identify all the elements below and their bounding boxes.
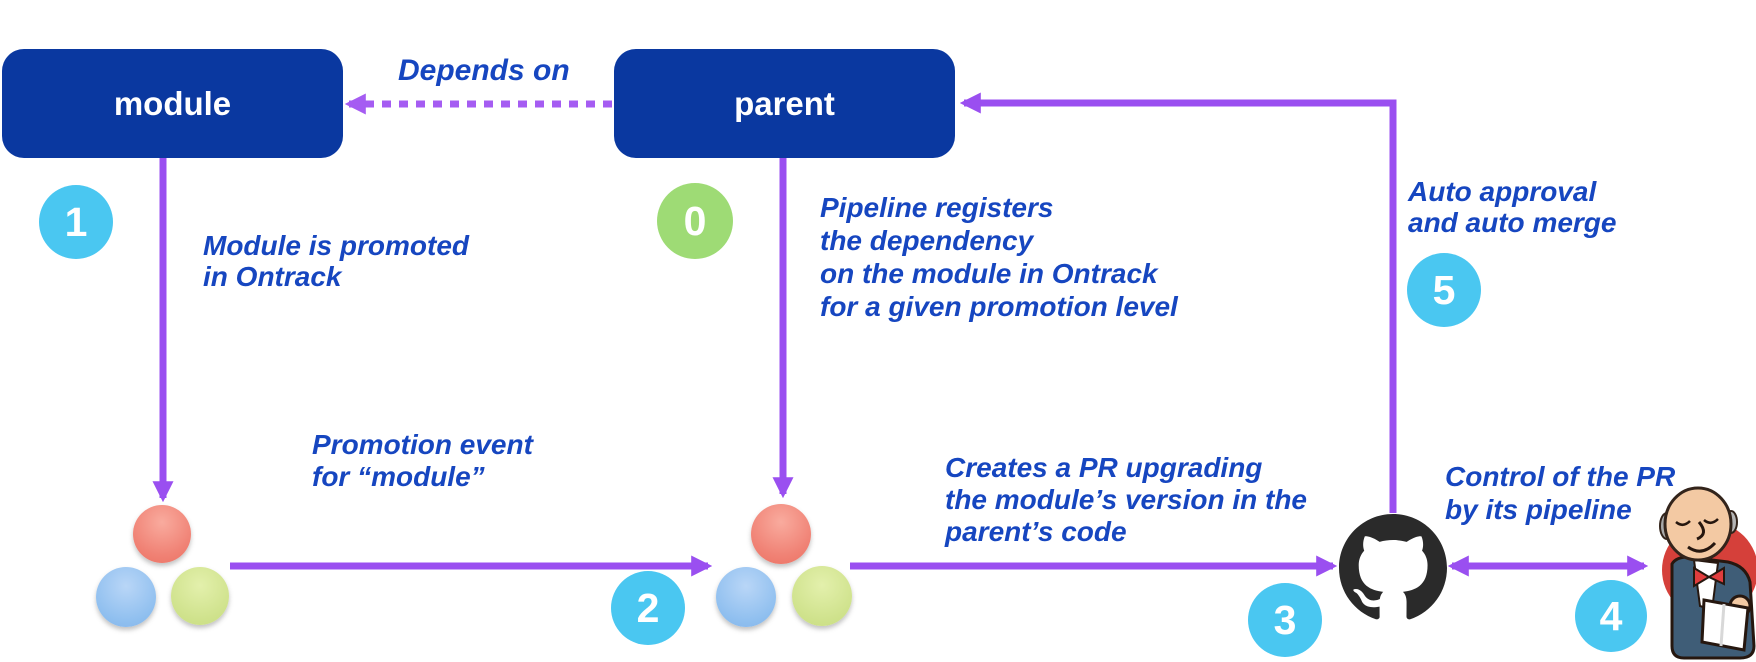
step-badge-3-number: 3 [1273, 596, 1297, 643]
promotion-level-green-icon [171, 567, 229, 625]
step-badge-1-number: 1 [64, 198, 88, 245]
note-module-promoted: Module is promoted in Ontrack [203, 230, 469, 292]
parent-node: parent [614, 49, 955, 158]
step-badge-1: 1 [39, 185, 113, 259]
module-node: module [2, 49, 343, 158]
step-badge-3: 3 [1248, 583, 1322, 657]
note-creates-pr: Creates a PR upgrading the module’s vers… [945, 452, 1308, 547]
depends-on-label: Depends on [398, 54, 570, 87]
step-badge-5-number: 5 [1432, 266, 1456, 313]
parent-node-label: parent [734, 84, 835, 122]
step-badge-2: 2 [611, 571, 685, 645]
step-badge-5: 5 [1407, 253, 1481, 327]
promotion-level-blue-icon [716, 567, 776, 627]
step-badge-4: 4 [1575, 580, 1647, 652]
note-pipeline-registers: Pipeline registers the dependency on the… [820, 192, 1178, 322]
note-control-of-pr: Control of the PR by its pipeline [1445, 461, 1676, 525]
promotion-level-red-icon [751, 504, 811, 564]
promotion-level-green-icon [792, 566, 852, 626]
jenkins-butler-icon [1659, 486, 1756, 660]
step-badge-2-number: 2 [636, 584, 660, 631]
step-badge-0: 0 [657, 183, 733, 259]
note-promotion-event: Promotion event for “module” [312, 429, 533, 492]
step-badge-4-number: 4 [1599, 592, 1623, 639]
step-badge-0-number: 0 [683, 197, 707, 244]
promotion-level-red-icon [133, 505, 191, 563]
github-octocat-icon [1339, 514, 1447, 620]
note-auto-approval: Auto approval and auto merge [1408, 176, 1617, 238]
module-node-label: module [113, 84, 232, 122]
promotion-level-blue-icon [96, 567, 156, 627]
